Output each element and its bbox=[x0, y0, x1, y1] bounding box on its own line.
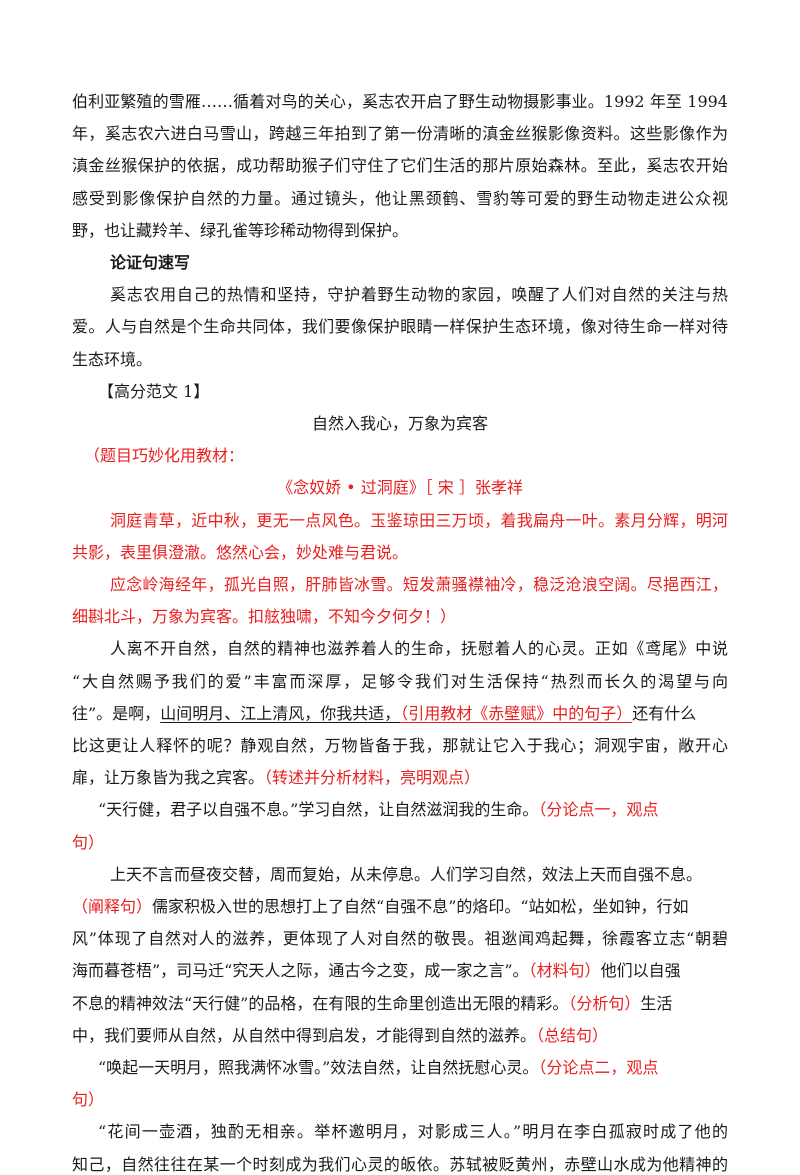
text-line: 滇金丝猴保护的依据，成功帮助猴子们守住了它们生活的那片原始森林。至此，奚志农开始 bbox=[72, 156, 728, 175]
text-line: 知己，自然往往在某一个时刻成为我们心灵的皈依。苏轼被贬黄州，赤壁山水成为他精神的 bbox=[72, 1155, 728, 1174]
text-segment: 中，我们要师从自然，从自然中得到启发，才能得到自然的滋养。 bbox=[72, 1026, 537, 1045]
text-line: 不息的精神效法“天行健”的品格，在有限的生命里创造出无限的精彩。（分析句）生活 bbox=[72, 994, 800, 1014]
annotation-note: （分论点二，观点 bbox=[538, 1058, 659, 1077]
text-line: “花间一壶酒，独酌无相亲。举杯邀明月，对影成三人。”明月在李白孤寂时成了他的 bbox=[98, 1122, 728, 1141]
text-line: 人离不开自然，自然的精神也滋养着人的生命，抚慰着人的心灵。正如《鸢尾》中说 bbox=[110, 639, 728, 658]
text-segment: 他们以自强 bbox=[600, 961, 681, 980]
text-segment: 不息的精神效法“天行健”的品格，在有限的生命里创造出无限的精彩。 bbox=[72, 994, 569, 1013]
poem-line: 应念岭海经年，孤光自照，肝肺皆冰雪。短发萧骚襟袖冷，稳泛沧浪空阔。尽挹西江， bbox=[110, 575, 728, 594]
annotation-note: （材料句） bbox=[528, 961, 601, 980]
text-segment: 海而暮苍梧”，司马迁“究天人之际，通古今之变，成一家之言”。 bbox=[72, 961, 529, 980]
text-line: 野，也让藏羚羊、绿孔雀等珍稀动物得到保护。 bbox=[72, 221, 409, 240]
annotation-note: （分论点一，观点 bbox=[538, 800, 659, 819]
text-line: 奚志农用自己的热情和坚持，守护着野生动物的家园，唤醒了人们对自然的关注与热 bbox=[110, 285, 728, 304]
text-segment: 扉，让万象皆为我之宾客。 bbox=[72, 768, 265, 787]
text-segment: “唤起一天明月，照我满怀冰雪。”效法自然，让自然抚慰心灵。 bbox=[98, 1058, 539, 1077]
annotation-note: （分析句） bbox=[568, 994, 641, 1013]
text-line: 往”。是啊，山间明月、江上清风，你我共适，（引用教材《赤壁赋》中的句子）还有什么 bbox=[72, 704, 800, 724]
text-line: 伯利亚繁殖的雪雁……循着对鸟的关心，奚志农开启了野生动物摄影事业。1992 年至… bbox=[72, 92, 728, 111]
text-line: 爱。人与自然是个生命共同体，我们要像保护眼睛一样保护生态环境，像对待生命一样对待 bbox=[72, 317, 728, 336]
poem-line: 细斟北斗，万象为宾客。扣舷独啸，不知今夕何夕！） bbox=[72, 607, 457, 626]
text-segment: “天行健，君子以自强不息。”学习自然，让自然滋润我的生命。 bbox=[98, 800, 539, 819]
text-line: 年，奚志农六进白马雪山，跨越三年拍到了第一份清晰的滇金丝猴影像资料。这些影像作为 bbox=[72, 124, 728, 143]
text-segment: 生活 bbox=[640, 994, 673, 1013]
text-line: （阐释句）儒家积极入世的思想打上了自然“自强不息”的烙印。“站如松，坐如钟，行如 bbox=[72, 897, 800, 917]
poem-line: 洞庭青草，近中秋，更无一点风色。玉鉴琼田三万顷，着我扁舟一叶。素月分辉，明河 bbox=[110, 511, 728, 530]
text-line: 生态环境。 bbox=[72, 350, 153, 369]
text-line: 上天不言而昼夜交替，周而复始，从未停息。人们学习自然，效法上天而自强不息。 bbox=[110, 865, 703, 884]
text-line: “天行健，君子以自强不息。”学习自然，让自然滋润我的生命。（分论点一，观点 bbox=[98, 800, 800, 820]
section-heading: 论证句速写 bbox=[110, 253, 191, 272]
text-segment: 往”。是啊， bbox=[72, 704, 161, 723]
document-page: 伯利亚繁殖的雪雁……循着对鸟的关心，奚志农开启了野生动物摄影事业。1992 年至… bbox=[72, 92, 800, 1174]
annotation-note: （总结句） bbox=[536, 1026, 609, 1045]
essay-label: 【高分范文 1】 bbox=[98, 382, 210, 401]
poem-title: 《念奴娇 • 过洞庭》［ 宋 ］张孝祥 bbox=[277, 478, 523, 497]
annotation-line: （题目巧妙化用教材： bbox=[84, 446, 245, 465]
annotation-note: 句） bbox=[72, 1090, 105, 1109]
quoted-phrase: 山间明月、江上清风，你我共适， bbox=[160, 704, 401, 723]
text-line: 风”体现了自然对人的滋养，更体现了人对自然的敬畏。祖逖闻鸡起舞，徐霞客立志“朝碧 bbox=[72, 929, 728, 948]
annotation-note: 句） bbox=[72, 833, 105, 852]
text-line: 比这更让人释怀的呢？静观自然，万物皆备于我，那就让它入于我心；洞观宇宙，敞开心 bbox=[72, 736, 728, 755]
essay-title: 自然入我心，万象为宾客 bbox=[311, 414, 488, 433]
text-line: 感受到影像保护自然的力量。通过镜头，他让黑颈鹤、雪豹等可爱的野生动物走进公众视 bbox=[72, 189, 728, 208]
text-segment: 儒家积极入世的思想打上了自然“自强不息”的烙印。“站如松，坐如钟，行如 bbox=[152, 897, 689, 916]
text-segment: 还有什么 bbox=[632, 704, 697, 723]
poem-line: 共影，表里俱澄澈。悠然心会，妙处难与君说。 bbox=[72, 543, 409, 562]
text-line: “大自然赐予我们的爱”丰富而深厚，足够令我们对生活保持“热烈而长久的渴望与向 bbox=[72, 672, 728, 691]
text-line: 海而暮苍梧”，司马迁“究天人之际，通古今之变，成一家之言”。（材料句）他们以自强 bbox=[72, 961, 800, 981]
text-line: 中，我们要师从自然，从自然中得到启发，才能得到自然的滋养。（总结句） bbox=[72, 1026, 800, 1046]
annotation-note: （阐释句） bbox=[72, 897, 153, 916]
annotation-note: （转述并分析材料，亮明观点） bbox=[264, 768, 481, 787]
text-line: “唤起一天明月，照我满怀冰雪。”效法自然，让自然抚慰心灵。（分论点二，观点 bbox=[98, 1058, 800, 1078]
text-line: 扉，让万象皆为我之宾客。（转述并分析材料，亮明观点） bbox=[72, 768, 800, 788]
annotation-note: （引用教材《赤壁赋》中的句子） bbox=[400, 704, 633, 723]
